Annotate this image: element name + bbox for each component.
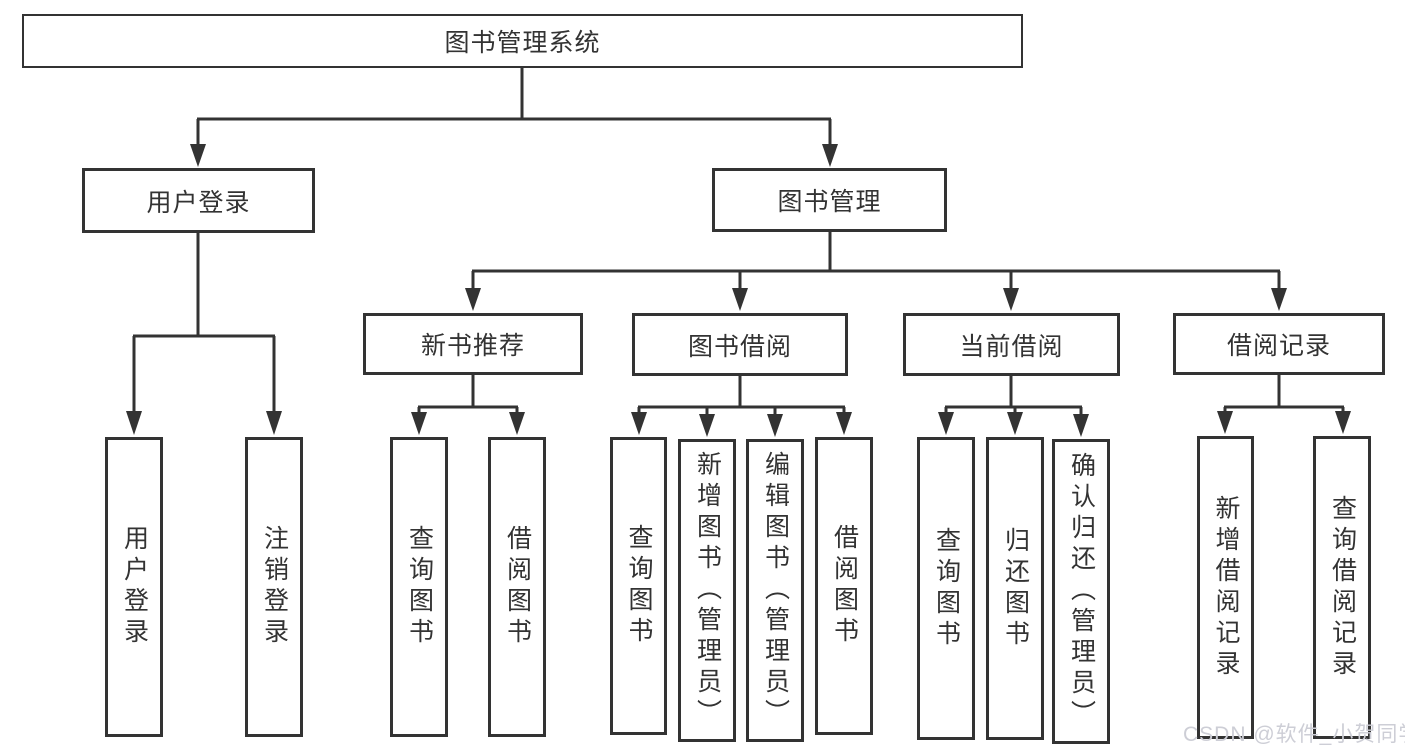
node-current-borrowing: 当前借阅 [903, 313, 1120, 376]
node-label: 新增借阅记录 [1212, 494, 1240, 681]
edge-bookmgmt-to-level3 [471, 232, 1281, 290]
arrowhead [190, 144, 206, 167]
csdn-watermark: CSDN @软件_小贺同学 [1183, 723, 1405, 746]
arrowhead [732, 288, 748, 311]
node-query-books-borrowing: 查询图书 [610, 437, 667, 735]
arrowhead [631, 412, 647, 435]
node-new-book-recommend: 新书推荐 [363, 313, 583, 375]
arrowhead [1007, 412, 1023, 435]
node-label: 借阅图书 [830, 524, 859, 648]
arrowhead [699, 414, 715, 437]
node-label: 用户登录 [120, 525, 149, 649]
arrowheads [126, 144, 1351, 437]
arrowhead [767, 414, 783, 437]
node-label: 图书借阅 [687, 332, 792, 361]
arrowhead [1217, 411, 1233, 434]
edge-records-to-leaves [1223, 375, 1345, 412]
node-label: 新书推荐 [420, 332, 525, 360]
arrowhead [836, 412, 852, 435]
edge-userlogin-to-leaves [132, 233, 276, 413]
node-label: 查询图书 [405, 525, 434, 649]
node-label: 查询图书 [625, 524, 653, 648]
arrowhead [822, 144, 838, 167]
edge-bookborrow-to-leaves [637, 376, 846, 416]
node-label: 查询借阅记录 [1328, 494, 1357, 681]
node-query-books-current: 查询图书 [917, 437, 975, 740]
node-book-borrowing: 图书借阅 [632, 313, 848, 376]
node-borrow-books-recommend: 借阅图书 [488, 437, 546, 737]
node-borrowing-records: 借阅记录 [1173, 313, 1385, 375]
node-add-borrow-record: 新增借阅记录 [1197, 436, 1254, 739]
node-label: 图书管理系统 [444, 29, 601, 57]
node-label: 新增图书（管理员） [693, 451, 722, 730]
node-return-books: 归还图书 [986, 437, 1044, 740]
node-label: 借阅记录 [1226, 332, 1331, 360]
arrowhead [411, 412, 427, 435]
node-label: 用户登录 [146, 188, 251, 217]
arrowhead [1271, 288, 1287, 311]
node-label: 当前借阅 [959, 332, 1064, 361]
arrowhead [1073, 414, 1089, 437]
node-label: 编辑图书（管理员） [761, 451, 790, 730]
node-confirm-return-admin: 确认归还（管理员） [1052, 439, 1110, 744]
node-book-management: 图书管理 [712, 168, 947, 232]
arrowhead [465, 288, 481, 311]
node-library-management-system: 图书管理系统 [22, 14, 1023, 68]
edge-root-to-level2 [196, 68, 832, 146]
node-label: 确认归还（管理员） [1067, 452, 1096, 731]
arrowhead [938, 412, 954, 435]
node-label: 借阅图书 [503, 525, 532, 649]
node-query-borrow-record: 查询借阅记录 [1313, 436, 1371, 739]
node-logout: 注销登录 [245, 437, 303, 737]
node-label: 归还图书 [1001, 526, 1030, 651]
node-user-login: 用户登录 [82, 168, 315, 233]
node-add-books-admin: 新增图书（管理员） [678, 439, 736, 742]
arrowhead [509, 412, 525, 435]
arrowhead [126, 411, 142, 435]
arrowhead [1003, 288, 1019, 311]
node-label: 图书管理 [777, 188, 882, 216]
arrowhead [266, 411, 282, 435]
node-label: 注销登录 [260, 525, 289, 649]
arrowhead [1335, 411, 1351, 434]
node-user-login-action: 用户登录 [105, 437, 163, 737]
edge-curborrow-to-leaves [944, 376, 1083, 416]
edge-newrec-to-leaves [417, 375, 519, 414]
node-label: 查询图书 [932, 526, 961, 651]
node-borrow-books-borrowing: 借阅图书 [815, 437, 873, 735]
node-query-books-recommend: 查询图书 [390, 437, 448, 737]
node-edit-books-admin: 编辑图书（管理员） [746, 439, 804, 742]
